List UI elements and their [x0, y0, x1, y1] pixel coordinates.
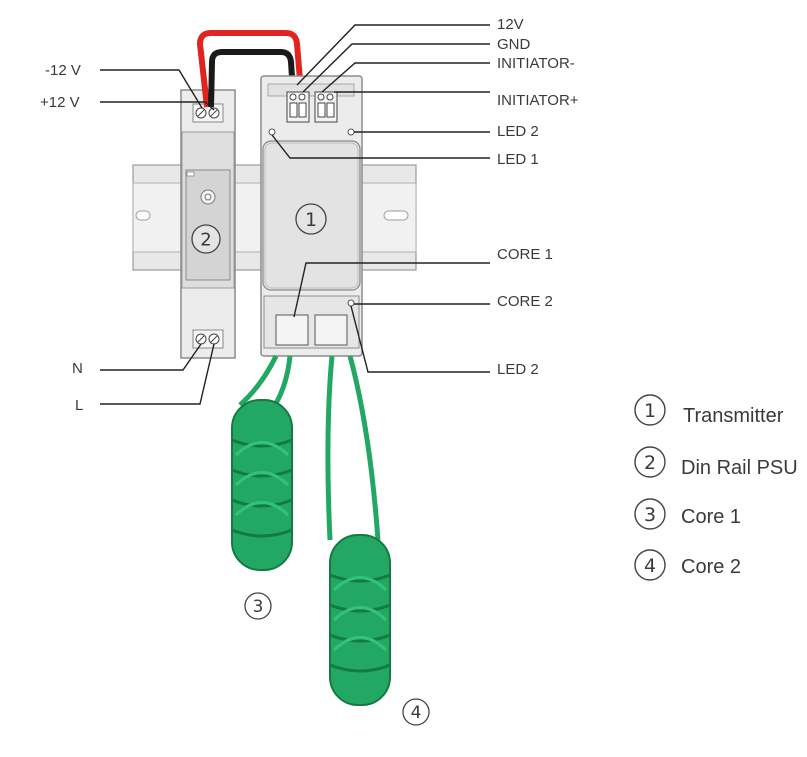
transmitter-marker: 1	[305, 209, 317, 231]
label-n: N	[72, 360, 83, 377]
legend-item: 4 Core 2	[634, 549, 741, 581]
led-1-indicator	[268, 128, 276, 136]
label-core1: CORE 1	[497, 246, 553, 263]
din-rail-psu: 2	[180, 89, 236, 359]
power-wires	[197, 30, 304, 108]
legend-number: 4	[644, 555, 656, 577]
psu-bottom-terminals	[192, 329, 224, 349]
terminal-block-initiator	[314, 91, 338, 123]
label-12v: 12V	[497, 16, 524, 33]
legend-text: Core 2	[681, 556, 741, 578]
legend: 1 Transmitter 2 Din Rail PSU 3 Core 1 4 …	[634, 394, 798, 581]
legend-number: 3	[644, 504, 656, 526]
psu-top-terminals	[192, 103, 224, 123]
led-2-bottom-indicator	[347, 299, 355, 307]
label-initiator-plus: INITIATOR+	[497, 92, 579, 109]
legend-text: Din Rail PSU	[681, 457, 798, 479]
legend-item: 1 Transmitter	[634, 394, 784, 427]
label-l: L	[75, 397, 83, 414]
transmitter-module: 1	[260, 75, 363, 357]
label-led2-top: LED 2	[497, 123, 539, 140]
legend-text: Core 1	[681, 506, 741, 528]
label-led1: LED 1	[497, 151, 539, 168]
label-core2: CORE 2	[497, 293, 553, 310]
label-initiator-minus: INITIATOR-	[497, 55, 575, 72]
label-gnd: GND	[497, 36, 531, 53]
core-1-sensor: 3	[231, 354, 293, 620]
leader-lines	[100, 24, 490, 405]
psu-marker: 2	[200, 230, 211, 251]
label-plus12v: +12 V	[40, 94, 80, 111]
legend-item: 3 Core 1	[634, 498, 741, 530]
terminal-block-power	[286, 91, 310, 123]
legend-number: 2	[644, 452, 656, 474]
legend-number: 1	[644, 400, 656, 422]
core-2-sensor: 4	[325, 355, 430, 726]
legend-text: Transmitter	[683, 405, 784, 427]
legend-item: 2 Din Rail PSU	[634, 446, 798, 479]
label-minus12v: -12 V	[45, 62, 81, 79]
terminal-labels: 12V GND INITIATOR- INITIATOR+ LED 2 LED …	[40, 16, 579, 414]
led-2-indicator	[347, 128, 355, 136]
core-1-marker: 3	[253, 597, 264, 617]
label-led2-bottom: LED 2	[497, 361, 539, 378]
core-2-marker: 4	[411, 703, 422, 723]
